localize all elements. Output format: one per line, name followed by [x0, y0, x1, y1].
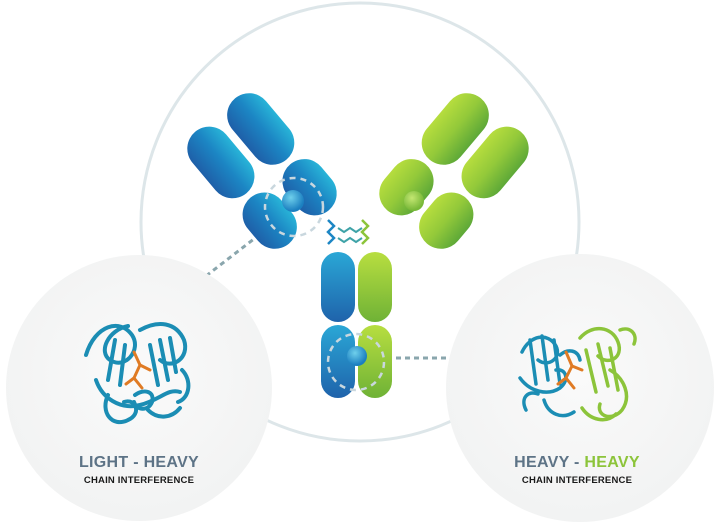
- protein-ribbon-icon: [84, 322, 191, 424]
- right-subtitle: CHAIN INTERFERENCE: [521, 475, 633, 486]
- right-title-part1: HEAVY: [514, 454, 570, 471]
- left-ligand: [124, 350, 152, 390]
- left-title: LIGHT - HEAVY: [78, 454, 200, 471]
- right-panel-circle: [446, 254, 714, 522]
- right-caption: HEAVY - HEAVY CHAIN INTERFERENCE: [467, 453, 687, 488]
- right-ligand: [556, 350, 584, 390]
- right-title: HEAVY - HEAVY: [467, 453, 687, 472]
- left-connector-line: [205, 223, 273, 278]
- left-panel-circle: [6, 255, 272, 521]
- right-title-separator: -: [569, 454, 585, 471]
- protein-dimer-ribbon-icon: [518, 327, 637, 422]
- right-title-part2: HEAVY: [584, 454, 640, 471]
- y-shaped-antibody-icon: [187, 93, 529, 398]
- left-subtitle: CHAIN INTERFERENCE: [83, 475, 195, 486]
- left-caption: LIGHT - HEAVY CHAIN INTERFERENCE: [29, 453, 249, 488]
